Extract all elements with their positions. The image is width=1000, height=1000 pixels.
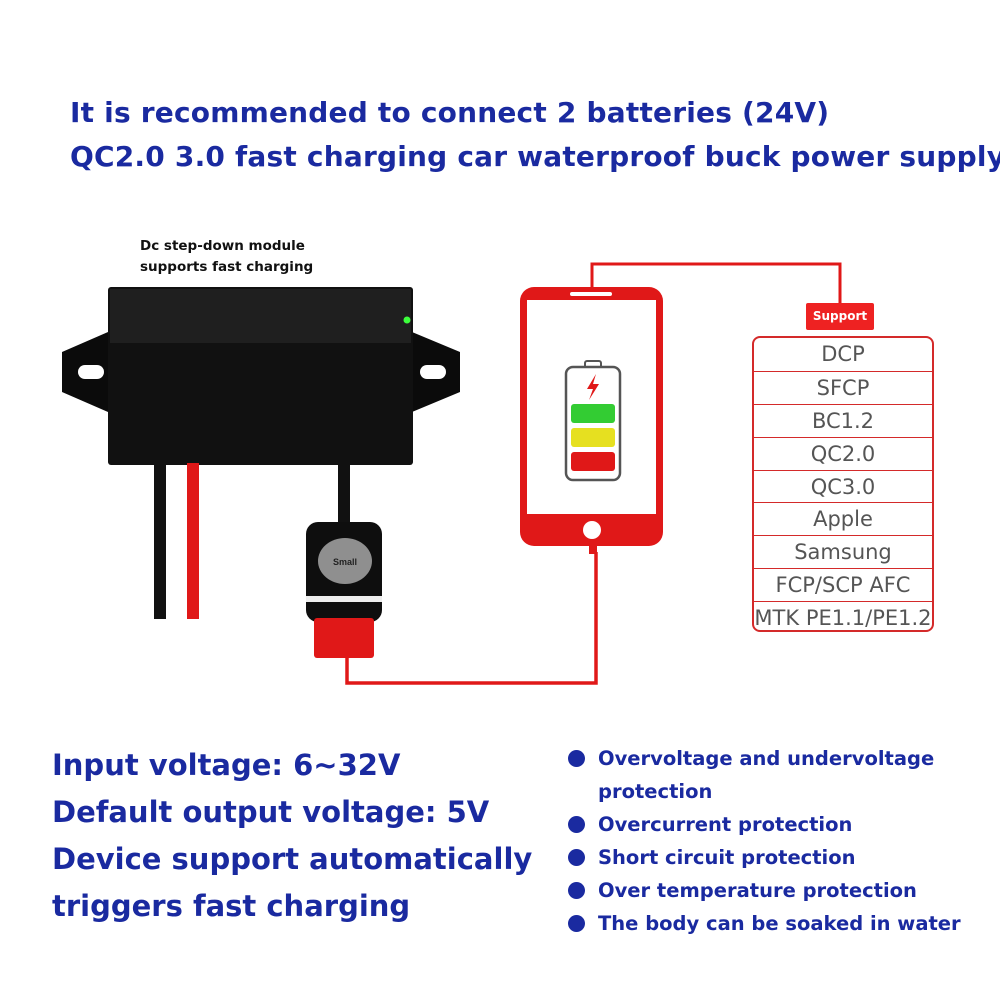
- support-protocol-item: MTK PE1.1/PE1.2: [754, 601, 932, 630]
- input-wire-red: [187, 463, 199, 619]
- usb-plug-red-head: [314, 618, 374, 658]
- input-wire-black: [154, 463, 166, 619]
- feature-item: Overvoltage and undervoltage protection: [568, 742, 988, 808]
- support-protocol-item: QC3.0: [754, 469, 932, 503]
- specs-block: Input voltage: 6~32V Default output volt…: [52, 742, 532, 930]
- output-cable: [338, 462, 350, 532]
- lightning-bolt-icon: [587, 374, 599, 400]
- battery-level-red: [571, 452, 615, 471]
- feature-item: The body can be soaked in water: [568, 907, 988, 940]
- feature-text: Over temperature protection: [598, 879, 917, 902]
- mounting-hole-left: [78, 365, 104, 379]
- usb-plug-label: Small: [333, 557, 357, 567]
- spec-output-voltage: Default output voltage: 5V: [52, 795, 490, 829]
- mounting-hole-right: [420, 365, 446, 379]
- headline-product-title: QC2.0 3.0 fast charging car waterproof b…: [70, 140, 1000, 173]
- support-tag: Support: [806, 303, 874, 330]
- support-protocol-item: Apple: [754, 502, 932, 535]
- battery-level-yellow: [571, 428, 615, 447]
- headline-recommendation: It is recommended to connect 2 batteries…: [70, 96, 830, 129]
- battery-level-green: [571, 404, 615, 423]
- phone-to-support-line: [590, 262, 842, 303]
- feature-text: Overvoltage and undervoltage protection: [598, 747, 935, 803]
- usb-cable-to-phone: [345, 552, 598, 685]
- phone-speaker: [570, 292, 612, 296]
- module-mounting-tabs: [62, 332, 460, 412]
- spec-input-voltage: Input voltage: 6~32V: [52, 748, 401, 782]
- module-lid: [110, 289, 411, 343]
- protection-features: Overvoltage and undervoltage protection …: [568, 742, 988, 940]
- spec-auto-fast-charge-line2: triggers fast charging: [52, 889, 411, 923]
- support-protocol-item: SFCP: [754, 370, 932, 404]
- support-protocol-item: QC2.0: [754, 436, 932, 470]
- phone-home-button: [583, 521, 601, 539]
- phone: [520, 287, 663, 554]
- usb-plug-stripe: [306, 596, 382, 602]
- buck-module: [62, 287, 460, 465]
- feature-item: Over temperature protection: [568, 874, 988, 907]
- feature-item: Overcurrent protection: [568, 808, 988, 841]
- bullet-dot-icon: [568, 816, 585, 833]
- bullet-dot-icon: [568, 915, 585, 932]
- feature-item: Short circuit protection: [568, 841, 988, 874]
- bullet-dot-icon: [568, 750, 585, 767]
- phone-charging-port: [589, 546, 597, 554]
- support-protocol-item: Samsung: [754, 535, 932, 568]
- support-protocol-item: BC1.2: [754, 403, 932, 437]
- battery-icon: [564, 360, 622, 482]
- feature-text: The body can be soaked in water: [598, 912, 961, 935]
- usb-plug-logo-plate: [318, 538, 372, 584]
- bullet-dot-icon: [568, 849, 585, 866]
- module-led: [403, 316, 411, 324]
- module-label-line1: Dc step-down module: [140, 238, 305, 254]
- module-label-line2: supports fast charging: [140, 259, 314, 275]
- support-protocol-item: FCP/SCP AFC: [754, 568, 932, 601]
- usb-plug: Small: [306, 522, 382, 658]
- feature-text: Short circuit protection: [598, 846, 856, 869]
- bullet-dot-icon: [568, 882, 585, 899]
- module-label: Dc step-down module supports fast chargi…: [140, 236, 313, 278]
- feature-text: Overcurrent protection: [598, 813, 853, 836]
- support-protocol-item: DCP: [821, 342, 865, 366]
- spec-auto-fast-charge-line1: Device support automatically: [52, 842, 533, 876]
